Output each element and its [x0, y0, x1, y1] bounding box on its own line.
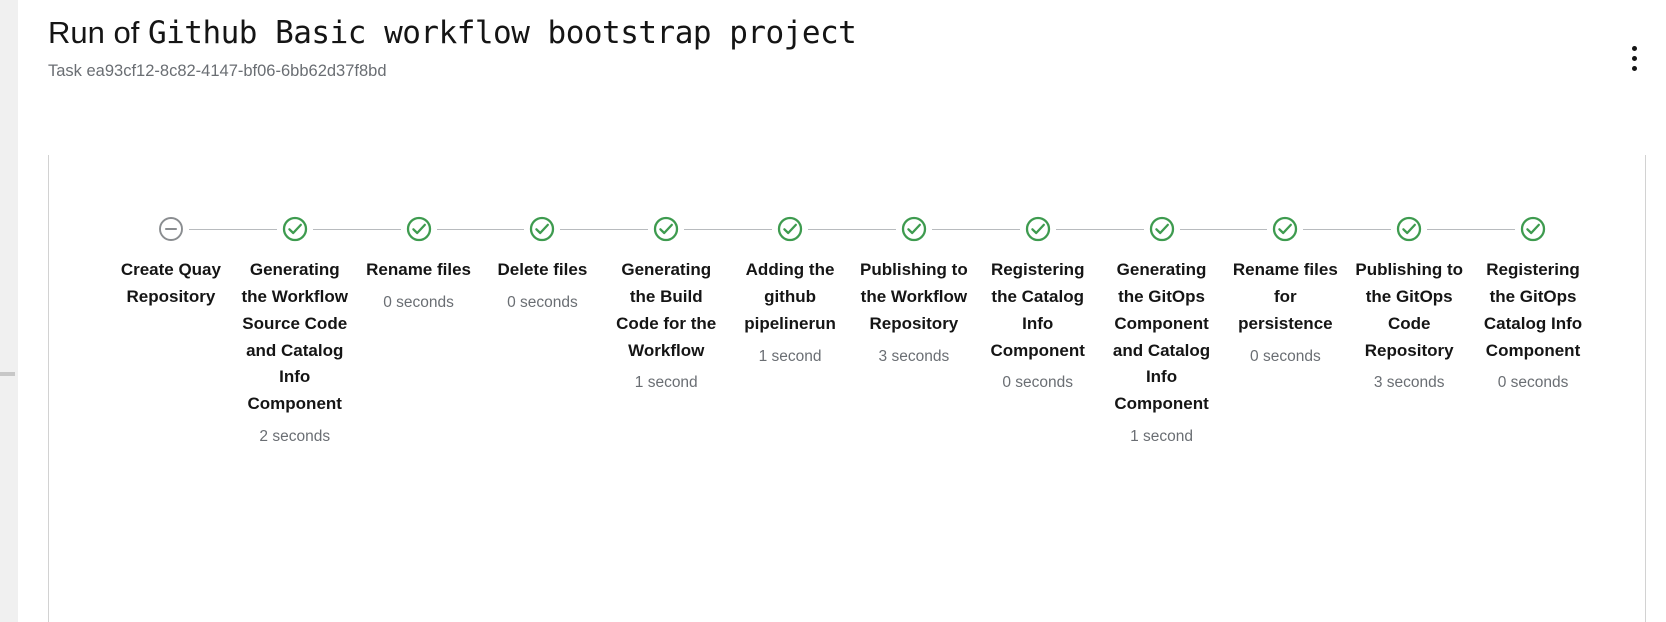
- check-circle-icon[interactable]: [1272, 216, 1299, 242]
- step-connector-right: [1055, 229, 1100, 230]
- check-circle-icon[interactable]: [653, 216, 680, 242]
- step-icon-row: [975, 215, 1100, 243]
- kebab-dot-2: [1631, 55, 1637, 61]
- stepper-step[interactable]: Delete files 0 seconds: [480, 215, 605, 316]
- step-duration: 2 seconds: [259, 428, 331, 446]
- step-label: Publishing to the Workflow Repository: [860, 260, 968, 333]
- step-duration: 0 seconds: [1250, 347, 1321, 365]
- check-circle-icon[interactable]: [777, 216, 804, 242]
- step-connector-left: [480, 229, 525, 230]
- step-duration: 1 second: [1130, 428, 1193, 446]
- step-connector-right: [931, 229, 976, 230]
- task-id-subtitle: Task ea93cf12-8c82-4147-bf06-6bb62d37f8b…: [48, 61, 387, 80]
- step-label: Rename files for persistence: [1232, 260, 1338, 333]
- step-duration: 1 second: [634, 374, 698, 392]
- left-rail-tick: [0, 372, 15, 376]
- page-title: Run of Github Basic workflow bootstrap p…: [48, 14, 1606, 53]
- step-icon-row: [604, 215, 729, 243]
- step-duration: 3 seconds: [878, 347, 950, 365]
- stepper-step[interactable]: Publishing to the GitOps Code Repository…: [1347, 215, 1472, 396]
- step-connector-right: [684, 229, 729, 230]
- check-circle-icon[interactable]: [1520, 216, 1547, 242]
- step-connector-right: [188, 229, 233, 230]
- step-connector-right: [1303, 229, 1348, 230]
- step-connector-left: [1099, 229, 1144, 230]
- stepper-step[interactable]: Adding the github pipelinerun 1 second: [728, 215, 852, 369]
- step-label: Create Quay Repository: [120, 260, 221, 306]
- step-connector-left: [1223, 229, 1268, 230]
- step-label: Publishing to the GitOps Code Repository: [1355, 260, 1464, 360]
- step-icon-row: [851, 215, 976, 243]
- stepper-step[interactable]: Generating the Build Code for the Workfl…: [604, 215, 729, 396]
- step-connector-right: [436, 229, 481, 230]
- step-duration: 0 seconds: [1002, 374, 1074, 392]
- step-duration: 0 seconds: [507, 293, 578, 311]
- step-connector-left: [1347, 229, 1392, 230]
- step-label: Generating the Workflow Source Code and …: [241, 260, 348, 414]
- step-connector-left: [232, 229, 277, 230]
- check-circle-icon[interactable]: [405, 216, 432, 242]
- stepper-step[interactable]: Rename files for persistence 0 seconds: [1223, 215, 1348, 369]
- step-connector-left: [604, 229, 649, 230]
- step-duration: 0 seconds: [383, 293, 454, 311]
- check-circle-icon[interactable]: [281, 216, 308, 242]
- step-label: Delete files: [497, 260, 588, 279]
- workflow-stepper: Create Quay Repository Generating the Wor…: [49, 155, 1645, 450]
- check-circle-icon[interactable]: [1148, 216, 1175, 242]
- step-connector-left: [356, 229, 401, 230]
- step-connector-right: [1427, 229, 1472, 230]
- step-connector-right: [808, 229, 852, 230]
- step-icon-row: [1471, 215, 1595, 243]
- step-icon-row: [728, 215, 852, 243]
- step-connector-right: [560, 229, 605, 230]
- stepper-steps-row: Create Quay Repository Generating the Wor…: [49, 215, 1645, 450]
- stepper-step[interactable]: Generating the GitOps Component and Cata…: [1099, 215, 1224, 450]
- step-label: Generating the GitOps Component and Cata…: [1112, 260, 1211, 414]
- step-icon-row: [1099, 215, 1224, 243]
- step-connector-left: [851, 229, 896, 230]
- check-circle-icon[interactable]: [900, 216, 927, 242]
- step-icon-row: [1347, 215, 1472, 243]
- workflow-progress-card: Create Quay Repository Generating the Wor…: [48, 155, 1646, 622]
- kebab-dot-3: [1631, 65, 1637, 71]
- step-duration: 1 second: [758, 347, 822, 365]
- step-label: Generating the Build Code for the Workfl…: [616, 260, 717, 360]
- step-icon-row: [109, 215, 233, 243]
- step-duration: 0 seconds: [1497, 374, 1569, 392]
- step-connector-left: [728, 229, 773, 230]
- stepper-step[interactable]: Create Quay Repository: [109, 215, 233, 311]
- step-icon-row: [356, 215, 481, 243]
- step-connector-right: [312, 229, 357, 230]
- step-connector-left: [1471, 229, 1516, 230]
- step-icon-row: [1223, 215, 1348, 243]
- kebab-dot-1: [1631, 45, 1637, 51]
- stepper-step[interactable]: Registering the Catalog Info Component 0 …: [975, 215, 1100, 396]
- stepper-step[interactable]: Rename files 0 seconds: [356, 215, 481, 316]
- page-title-prefix: Run of: [48, 15, 148, 50]
- app-left-rail: [0, 0, 18, 622]
- minus-circle-icon[interactable]: [157, 216, 184, 242]
- kebab-menu-icon[interactable]: [1617, 36, 1651, 80]
- step-label: Registering the Catalog Info Component: [990, 260, 1085, 360]
- stepper-step[interactable]: Generating the Workflow Source Code and …: [232, 215, 357, 450]
- step-label: Registering the GitOps Catalog Info Comp…: [1483, 260, 1583, 360]
- step-icon-row: [480, 215, 605, 243]
- stepper-step[interactable]: Publishing to the Workflow Repository 3 s…: [851, 215, 976, 369]
- check-circle-icon[interactable]: [529, 216, 556, 242]
- stepper-step[interactable]: Registering the GitOps Catalog Info Comp…: [1471, 215, 1595, 396]
- step-duration: 3 seconds: [1373, 374, 1445, 392]
- step-connector-left: [975, 229, 1020, 230]
- page-header: Run of Github Basic workflow bootstrap p…: [48, 14, 1606, 81]
- step-connector-right: [1179, 229, 1224, 230]
- step-label: Adding the github pipelinerun: [744, 260, 836, 333]
- check-circle-icon[interactable]: [1024, 216, 1051, 242]
- step-icon-row: [232, 215, 357, 243]
- check-circle-icon[interactable]: [1396, 216, 1423, 242]
- page-title-main: Github Basic workflow bootstrap project: [147, 15, 857, 51]
- step-label: Rename files: [366, 260, 472, 279]
